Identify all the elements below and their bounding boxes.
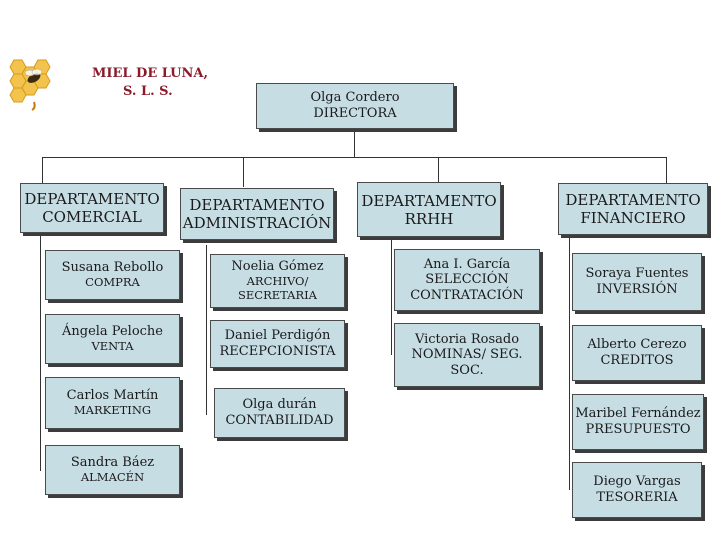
staff-name: Ana I. García	[423, 256, 511, 272]
staff-role: RECEPCIONISTA	[219, 344, 336, 359]
staff-name: Maribel Fernández	[575, 406, 701, 422]
connector-financiero-column	[569, 235, 570, 490]
staff-name: Ángela Peloche	[61, 324, 163, 340]
department-name: COMERCIAL	[42, 208, 142, 226]
staff-box-creditos: Alberto Cerezo CREDITOS	[572, 325, 702, 381]
staff-role: PRESUPUESTO	[585, 422, 691, 437]
department-rrhh: DEPARTAMENTO RRHH	[357, 182, 501, 237]
staff-name: Olga durán	[242, 397, 317, 413]
connector-horizontal-bus	[42, 157, 667, 158]
staff-role-line2: SOC.	[450, 362, 484, 378]
connector-director-down	[354, 130, 355, 157]
staff-name: Carlos Martín	[66, 388, 159, 404]
connector-comercial-column	[40, 235, 41, 471]
staff-role: CREDITOS	[600, 353, 674, 368]
staff-box-venta: Ángela Peloche VENTA	[45, 314, 180, 364]
staff-box-presupuesto: Maribel Fernández PRESUPUESTO	[572, 394, 704, 450]
staff-box-marketing: Carlos Martín MARKETING	[45, 377, 180, 429]
staff-role: TESORERIA	[596, 490, 678, 505]
staff-name: Susana Rebollo	[61, 260, 164, 276]
staff-name: Victoria Rosado	[414, 331, 520, 347]
staff-role: ARCHIVO/	[246, 274, 309, 288]
staff-box-almacen: Sandra Báez ALMACÉN	[45, 445, 180, 495]
staff-role: CONTABILIDAD	[225, 413, 334, 428]
company-suffix: S. L. S.	[123, 84, 173, 99]
connector-rrhh-column	[391, 240, 392, 355]
connector-administracion	[243, 157, 244, 187]
staff-box-seleccion: Ana I. García SELECCIÓN CONTRATACIÓN	[394, 249, 540, 311]
staff-role: INVERSIÓN	[596, 282, 678, 297]
staff-role-line2: CONTRATACIÓN	[410, 287, 524, 303]
department-name: FINANCIERO	[580, 209, 686, 227]
department-label: DEPARTAMENTO	[361, 191, 497, 210]
staff-role: VENTA	[91, 338, 134, 353]
staff-box-compra: Susana Rebollo COMPRA	[45, 250, 180, 300]
staff-name: Soraya Fuentes	[585, 266, 689, 282]
staff-role: NOMINAS/ SEG.	[411, 347, 523, 363]
department-financiero: DEPARTAMENTO FINANCIERO	[558, 183, 708, 235]
director-box: Olga Cordero DIRECTORA	[256, 83, 454, 129]
department-name: RRHH	[404, 209, 454, 228]
staff-role: COMPRA	[85, 274, 140, 289]
staff-role: ALMACÉN	[80, 469, 145, 484]
staff-box-tesoreria: Diego Vargas TESORERIA	[572, 462, 702, 518]
company-name: MIEL DE LUNA,	[92, 66, 209, 81]
department-label: DEPARTAMENTO	[189, 196, 325, 214]
staff-box-archivo: Noelia Gómez ARCHIVO/ SECRETARIA	[210, 254, 345, 308]
director-role: DIRECTORA	[313, 106, 397, 121]
staff-box-inversion: Soraya Fuentes INVERSIÓN	[572, 253, 702, 311]
staff-name: Alberto Cerezo	[587, 337, 687, 353]
connector-admin-column	[206, 245, 207, 415]
department-administracion: DEPARTAMENTO ADMINISTRACIÓN	[180, 188, 334, 240]
connector-rrhh	[438, 157, 439, 182]
department-label: DEPARTAMENTO	[24, 190, 160, 208]
staff-box-nominas: Victoria Rosado NOMINAS/ SEG. SOC.	[394, 323, 540, 387]
department-label: DEPARTAMENTO	[565, 191, 701, 209]
staff-role: MARKETING	[73, 402, 152, 417]
staff-role: SELECCIÓN	[425, 272, 509, 288]
staff-name: Sandra Báez	[70, 455, 155, 471]
honeycomb-bee-logo	[9, 59, 51, 111]
director-name: Olga Cordero	[310, 90, 400, 106]
staff-box-contabilidad: Olga durán CONTABILIDAD	[214, 388, 345, 438]
connector-financiero	[666, 157, 667, 183]
staff-name: Daniel Perdigón	[224, 328, 331, 344]
connector-comercial	[42, 157, 43, 183]
staff-box-recepcionista: Daniel Perdigón RECEPCIONISTA	[210, 320, 345, 368]
department-comercial: DEPARTAMENTO COMERCIAL	[20, 183, 164, 233]
staff-name: Noelia Gómez	[231, 259, 324, 275]
department-name: ADMINISTRACIÓN	[182, 214, 332, 232]
staff-role-line2: SECRETARIA	[238, 287, 317, 302]
staff-name: Diego Vargas	[593, 474, 681, 490]
